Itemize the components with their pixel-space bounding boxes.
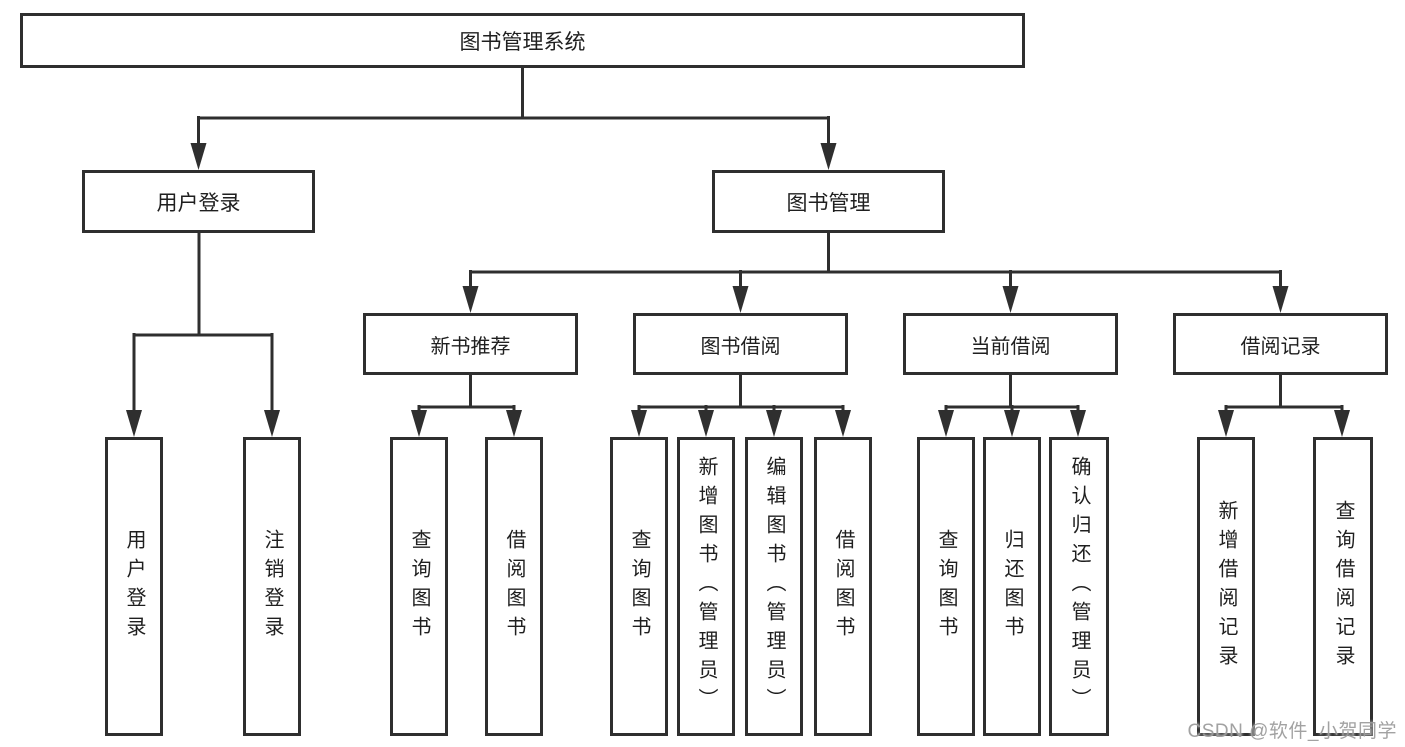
leaf-query-books: 查询图书	[610, 437, 668, 736]
arrowhead-down-icon	[1334, 410, 1350, 437]
leaf-add-borrow-record: 新增借阅记录	[1197, 437, 1255, 736]
leaf-add-books-admin: 新增图书（管理员）	[677, 437, 735, 736]
connector-current-borrowing-to-leaves	[938, 375, 1086, 437]
leaf-user-login: 用户登录	[105, 437, 163, 736]
arrowhead-down-icon	[732, 286, 749, 313]
arrowhead-down-icon	[938, 410, 954, 437]
node-label: 新书推荐	[430, 335, 511, 358]
leaf-label: 用户登录	[123, 528, 145, 645]
arrowhead-down-icon	[1272, 286, 1289, 313]
node-new-book-recommendation: 新书推荐	[363, 313, 578, 375]
leaf-logout: 注销登录	[243, 437, 301, 736]
leaf-label: 查询图书	[408, 528, 430, 645]
connector-book-management-to-level3	[462, 232, 1289, 313]
arrowhead-down-icon	[1002, 286, 1019, 313]
node-borrowing-records: 借阅记录	[1173, 313, 1388, 375]
connector-user-login-to-leaves	[126, 232, 280, 437]
leaf-query-books: 查询图书	[917, 437, 975, 736]
leaf-query-borrow-record: 查询借阅记录	[1313, 437, 1373, 736]
leaf-label: 借阅图书	[832, 528, 854, 645]
leaf-label: 查询图书	[935, 528, 957, 645]
connector-root-to-level2	[190, 68, 837, 170]
leaf-return-books: 归还图书	[983, 437, 1041, 736]
leaf-confirm-return-admin: 确认归还（管理员）	[1049, 437, 1109, 736]
leaf-label: 查询图书	[628, 528, 650, 645]
leaf-label: 注销登录	[261, 528, 283, 645]
leaf-edit-books-admin: 编辑图书（管理员）	[745, 437, 803, 736]
arrowhead-down-icon	[411, 410, 427, 437]
arrowhead-down-icon	[1218, 410, 1234, 437]
arrowhead-down-icon	[698, 410, 714, 437]
arrowhead-down-icon	[835, 410, 851, 437]
node-label: 图书管理	[786, 191, 871, 215]
leaf-label: 查询借阅记录	[1332, 499, 1354, 674]
node-user-login: 用户登录	[82, 170, 315, 233]
leaf-label: 新增借阅记录	[1215, 499, 1237, 674]
arrowhead-down-icon	[631, 410, 647, 437]
node-label: 图书借阅	[700, 335, 781, 358]
node-book-management: 图书管理	[712, 170, 945, 233]
leaf-label: 新增图书（管理员）	[695, 456, 717, 717]
arrowhead-down-icon	[820, 143, 837, 170]
leaf-label: 编辑图书（管理员）	[763, 456, 785, 717]
arrowhead-down-icon	[126, 410, 142, 437]
node-label: 图书管理系统	[459, 30, 586, 54]
node-current-borrowing: 当前借阅	[903, 313, 1118, 375]
node-book-borrowing: 图书借阅	[633, 313, 848, 375]
connector-borrow-records-to-leaves	[1218, 375, 1350, 437]
leaf-borrow-books: 借阅图书	[814, 437, 872, 736]
arrowhead-down-icon	[506, 410, 522, 437]
arrowhead-down-icon	[1004, 410, 1020, 437]
arrowhead-down-icon	[264, 410, 280, 437]
csdn-watermark: CSDN @软件_小贺同学	[1187, 721, 1397, 742]
leaf-query-books: 查询图书	[390, 437, 448, 736]
arrowhead-down-icon	[190, 143, 207, 170]
node-label: 当前借阅	[970, 335, 1051, 358]
leaf-borrow-books: 借阅图书	[485, 437, 543, 736]
arrowhead-down-icon	[462, 286, 479, 313]
connector-book-borrowing-to-leaves	[631, 375, 851, 437]
node-library-management-system: 图书管理系统	[20, 13, 1025, 68]
node-label: 借阅记录	[1240, 335, 1321, 358]
node-label: 用户登录	[156, 191, 241, 215]
connector-new-book-rec-to-leaves	[411, 375, 522, 437]
leaf-label: 借阅图书	[503, 528, 525, 645]
arrowhead-down-icon	[1070, 410, 1086, 437]
leaf-label: 归还图书	[1001, 528, 1023, 645]
leaf-label: 确认归还（管理员）	[1068, 456, 1090, 717]
arrowhead-down-icon	[766, 410, 782, 437]
